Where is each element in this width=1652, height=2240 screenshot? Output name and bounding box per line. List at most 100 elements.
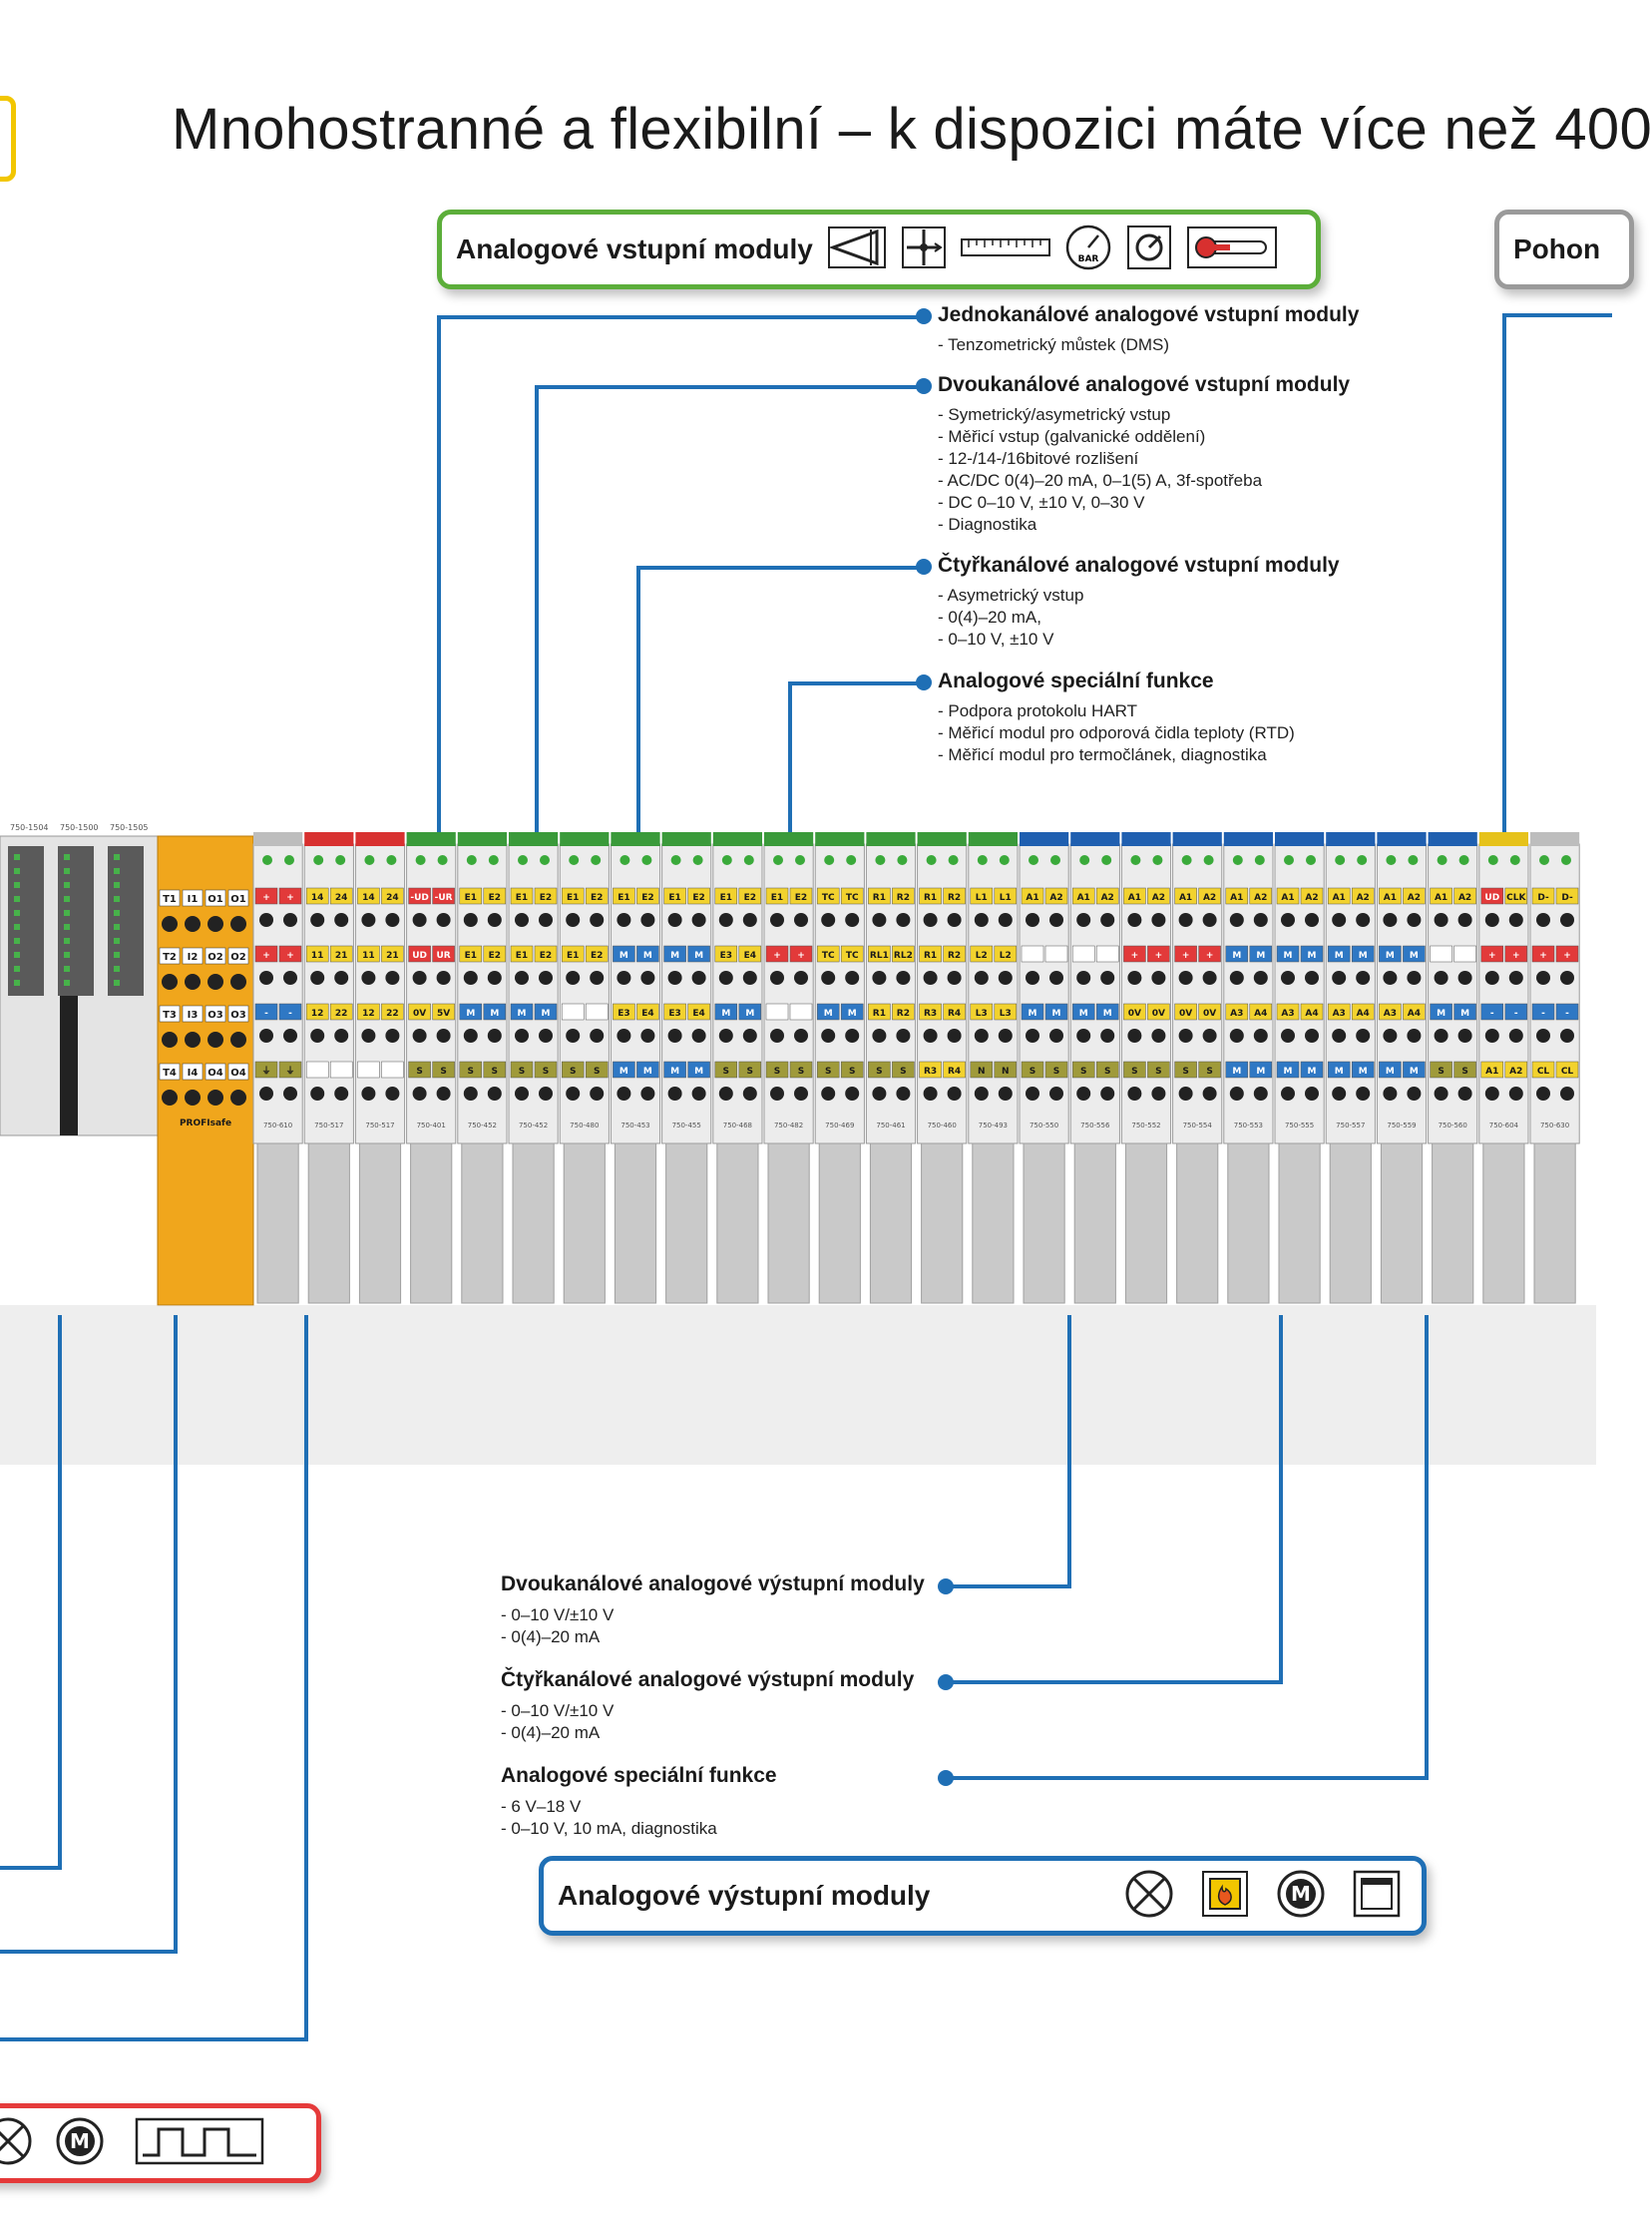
terminal-screw [794, 971, 808, 985]
terminal-label-text: A1 [1128, 893, 1141, 903]
terminal-label [534, 945, 558, 963]
terminal-screw [974, 971, 989, 985]
terminal-label [919, 1003, 942, 1021]
terminal-screw [1356, 971, 1371, 985]
group-item: - 0(4)–20 mA [501, 1627, 601, 1646]
terminal-screw [845, 1087, 860, 1101]
terminal-label [1403, 945, 1426, 963]
terminal-label [182, 1063, 204, 1081]
terminal-screw [310, 1029, 325, 1043]
terminal-label-text: E2 [744, 893, 756, 903]
terminal-label [1555, 1061, 1579, 1079]
terminal-label [738, 1061, 762, 1079]
terminal-label [1430, 1003, 1452, 1021]
terminal-label-text: 0V [413, 1009, 426, 1019]
connector-dot [916, 559, 932, 575]
module-body [1533, 1142, 1576, 1304]
terminal-screw [1178, 913, 1193, 927]
terminal-label [432, 945, 455, 963]
module-body [921, 1142, 964, 1304]
terminal-screw [1560, 913, 1574, 927]
pulse-icon [135, 2117, 264, 2170]
terminal-screw [230, 916, 246, 932]
terminal-screw [1407, 1029, 1422, 1043]
terminal-label-text: S [876, 1067, 882, 1077]
terminal-screw [1100, 1087, 1115, 1101]
terminal-label [1430, 887, 1452, 905]
terminal-label [1071, 945, 1095, 963]
terminal-label-text: M [542, 1009, 551, 1019]
terminal-label [1276, 887, 1300, 905]
terminal-screw [821, 1087, 836, 1101]
terminal-label-text: S [900, 1067, 906, 1077]
terminal-label-text: 21 [386, 951, 399, 961]
terminal-label-text: TC [822, 951, 835, 961]
terminal-label [840, 1061, 864, 1079]
terminal-label [1071, 1061, 1095, 1079]
terminal-screw [463, 971, 478, 985]
terminal-label [1225, 1003, 1249, 1021]
terminal-screw [667, 1029, 682, 1043]
terminal-label [408, 1003, 431, 1021]
terminal-screw [640, 971, 655, 985]
terminal-label [254, 1003, 278, 1021]
terminal-screw [998, 971, 1013, 985]
terminal-label-text: M [1308, 1067, 1317, 1077]
terminal-screw [1229, 913, 1244, 927]
terminal-screw [1305, 971, 1319, 985]
connector-dot [916, 674, 932, 690]
terminal-screw [947, 913, 962, 927]
led [14, 980, 20, 986]
terminal-screw [590, 1029, 605, 1043]
terminal-label-text: R1 [873, 893, 886, 903]
terminal-label [381, 1003, 404, 1021]
led [64, 882, 70, 888]
terminal-label [1351, 1003, 1375, 1021]
terminal-label-text: S [1182, 1067, 1188, 1077]
terminal-screw [1536, 1029, 1550, 1043]
terminal-label [994, 1003, 1018, 1021]
terminal-label-text: RL2 [894, 951, 913, 961]
status-led [1386, 855, 1397, 865]
terminal-label [840, 1003, 864, 1021]
terminal-label [613, 945, 635, 963]
terminal-label [305, 945, 329, 963]
terminal-label [943, 945, 966, 963]
group-item: - Asymetrický vstup [938, 586, 1084, 605]
terminal-label [159, 947, 181, 965]
terminal-screw [1332, 971, 1347, 985]
connector-line [948, 1776, 1429, 1780]
connector-line [0, 1950, 178, 1954]
terminal-label [1555, 945, 1579, 963]
terminal-screw [361, 1087, 376, 1101]
terminal-label-text: M [1359, 1067, 1368, 1077]
lamp-icon [0, 2116, 33, 2171]
terminal-screw [1434, 1029, 1448, 1043]
terminal-screw [463, 1087, 478, 1101]
terminal-screw [334, 971, 349, 985]
terminal-label [1095, 1003, 1119, 1021]
terminal-label-text: M [1052, 1009, 1061, 1019]
terminal-screw [1407, 1087, 1422, 1101]
connector-dot [938, 1578, 954, 1594]
module-cap [917, 832, 967, 846]
terminal-screw [1026, 1029, 1039, 1043]
terminal-label [1123, 887, 1146, 905]
terminal-label-text: M [1103, 1009, 1112, 1019]
module-body [1482, 1142, 1525, 1304]
terminal-label [329, 945, 353, 963]
terminal-screw [1305, 913, 1319, 927]
status-led [875, 855, 886, 865]
module-number-label: 750-556 [1080, 1121, 1110, 1129]
terminal-label [561, 1061, 585, 1079]
terminal-label-text: M [643, 1067, 652, 1077]
group-item: - 12-/14-/16bitové rozlišení [938, 449, 1139, 468]
terminal-screw [539, 1029, 553, 1043]
terminal-label-text: 21 [335, 951, 348, 961]
led [14, 868, 20, 874]
terminal-label [1453, 1003, 1476, 1021]
terminal-screw [487, 913, 502, 927]
terminal-label-text: S [1053, 1067, 1059, 1077]
module-number-label: 750-468 [723, 1121, 752, 1129]
terminal-label [970, 945, 994, 963]
